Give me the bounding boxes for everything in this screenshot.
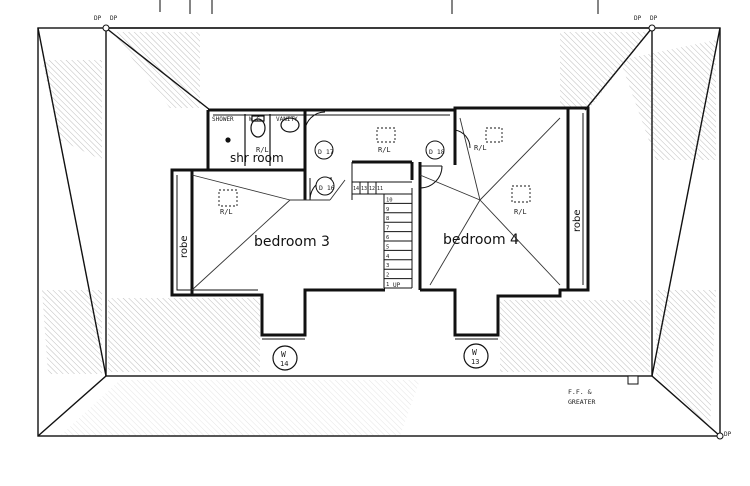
window-tag-13-letter: W: [472, 348, 477, 357]
stair-number: 14: [353, 186, 359, 192]
downpipe-label-top-left-2: DP: [110, 15, 118, 22]
stair-number: 10: [386, 197, 393, 203]
stair-number: 13: [361, 186, 367, 192]
window-tag-circles: [272, 343, 489, 371]
stair-number: 12: [369, 186, 375, 192]
fixture-label-shower: SHOWER: [212, 116, 234, 123]
downpipe-label-top-left-1: DP: [94, 15, 102, 22]
fixture-label-wc: W.C: [249, 116, 260, 123]
stair-number: 1: [386, 282, 389, 288]
note-grate: GREATER: [568, 398, 595, 406]
door-tag-17: D 17: [318, 148, 334, 156]
stair-number: 7: [386, 226, 389, 232]
robe-label-left: robe: [179, 235, 190, 258]
stair-number: 9: [386, 207, 389, 213]
stair-number: 5: [386, 244, 389, 250]
door-tag-18: D 18: [429, 148, 445, 156]
room-label-bedroom-3: bedroom 3: [254, 234, 330, 250]
ceiling-markers: [218, 127, 531, 207]
ceiling-mark-shower: R/L: [256, 146, 269, 154]
roof-outline: [37, 27, 721, 437]
window-tag-14-number: 14: [280, 360, 288, 368]
wall-inner-lines: [176, 113, 584, 291]
downpipe-label-top-right-1: DP: [634, 15, 642, 22]
stair-number: 4: [386, 254, 390, 260]
roof-hatching: [42, 32, 716, 436]
downpipes: [102, 24, 724, 440]
window-sills: [262, 334, 498, 340]
ceiling-mark-bed4: R/L: [514, 208, 527, 216]
note-fall: F.F. &: [568, 388, 592, 396]
ceiling-mark-hall: R/L: [378, 146, 391, 154]
stair-direction-label: UP: [393, 282, 401, 289]
door-tag-16: D 16: [319, 184, 335, 192]
stair-number: 2: [386, 273, 389, 279]
room-label-shower-room: shr room: [230, 151, 284, 165]
stair-number: 3: [386, 263, 389, 269]
fixture-label-vanity: VANITY: [276, 116, 298, 123]
stair-number: 8: [386, 216, 389, 222]
robe-label-right: robe: [572, 209, 583, 232]
top-edge-lines: [159, 0, 599, 14]
ceiling-mark-bed3: R/L: [220, 208, 233, 216]
stair-number: 11: [377, 186, 383, 192]
walls: [170, 106, 590, 337]
ceiling-mark-bed4-top: R/L: [474, 144, 487, 152]
window-tag-14-letter: W: [281, 350, 286, 359]
downpipe-label-bottom-right: DP: [724, 431, 732, 438]
door-tag-circles: [314, 140, 445, 196]
window-tag-13-number: 13: [471, 358, 479, 366]
room-label-bedroom-4: bedroom 4: [443, 232, 519, 248]
bathroom-fixtures: [225, 114, 300, 166]
stair-number: 6: [386, 235, 389, 241]
downpipe-label-top-right-2: DP: [650, 15, 658, 22]
ceiling-hip-lines: [191, 117, 561, 291]
